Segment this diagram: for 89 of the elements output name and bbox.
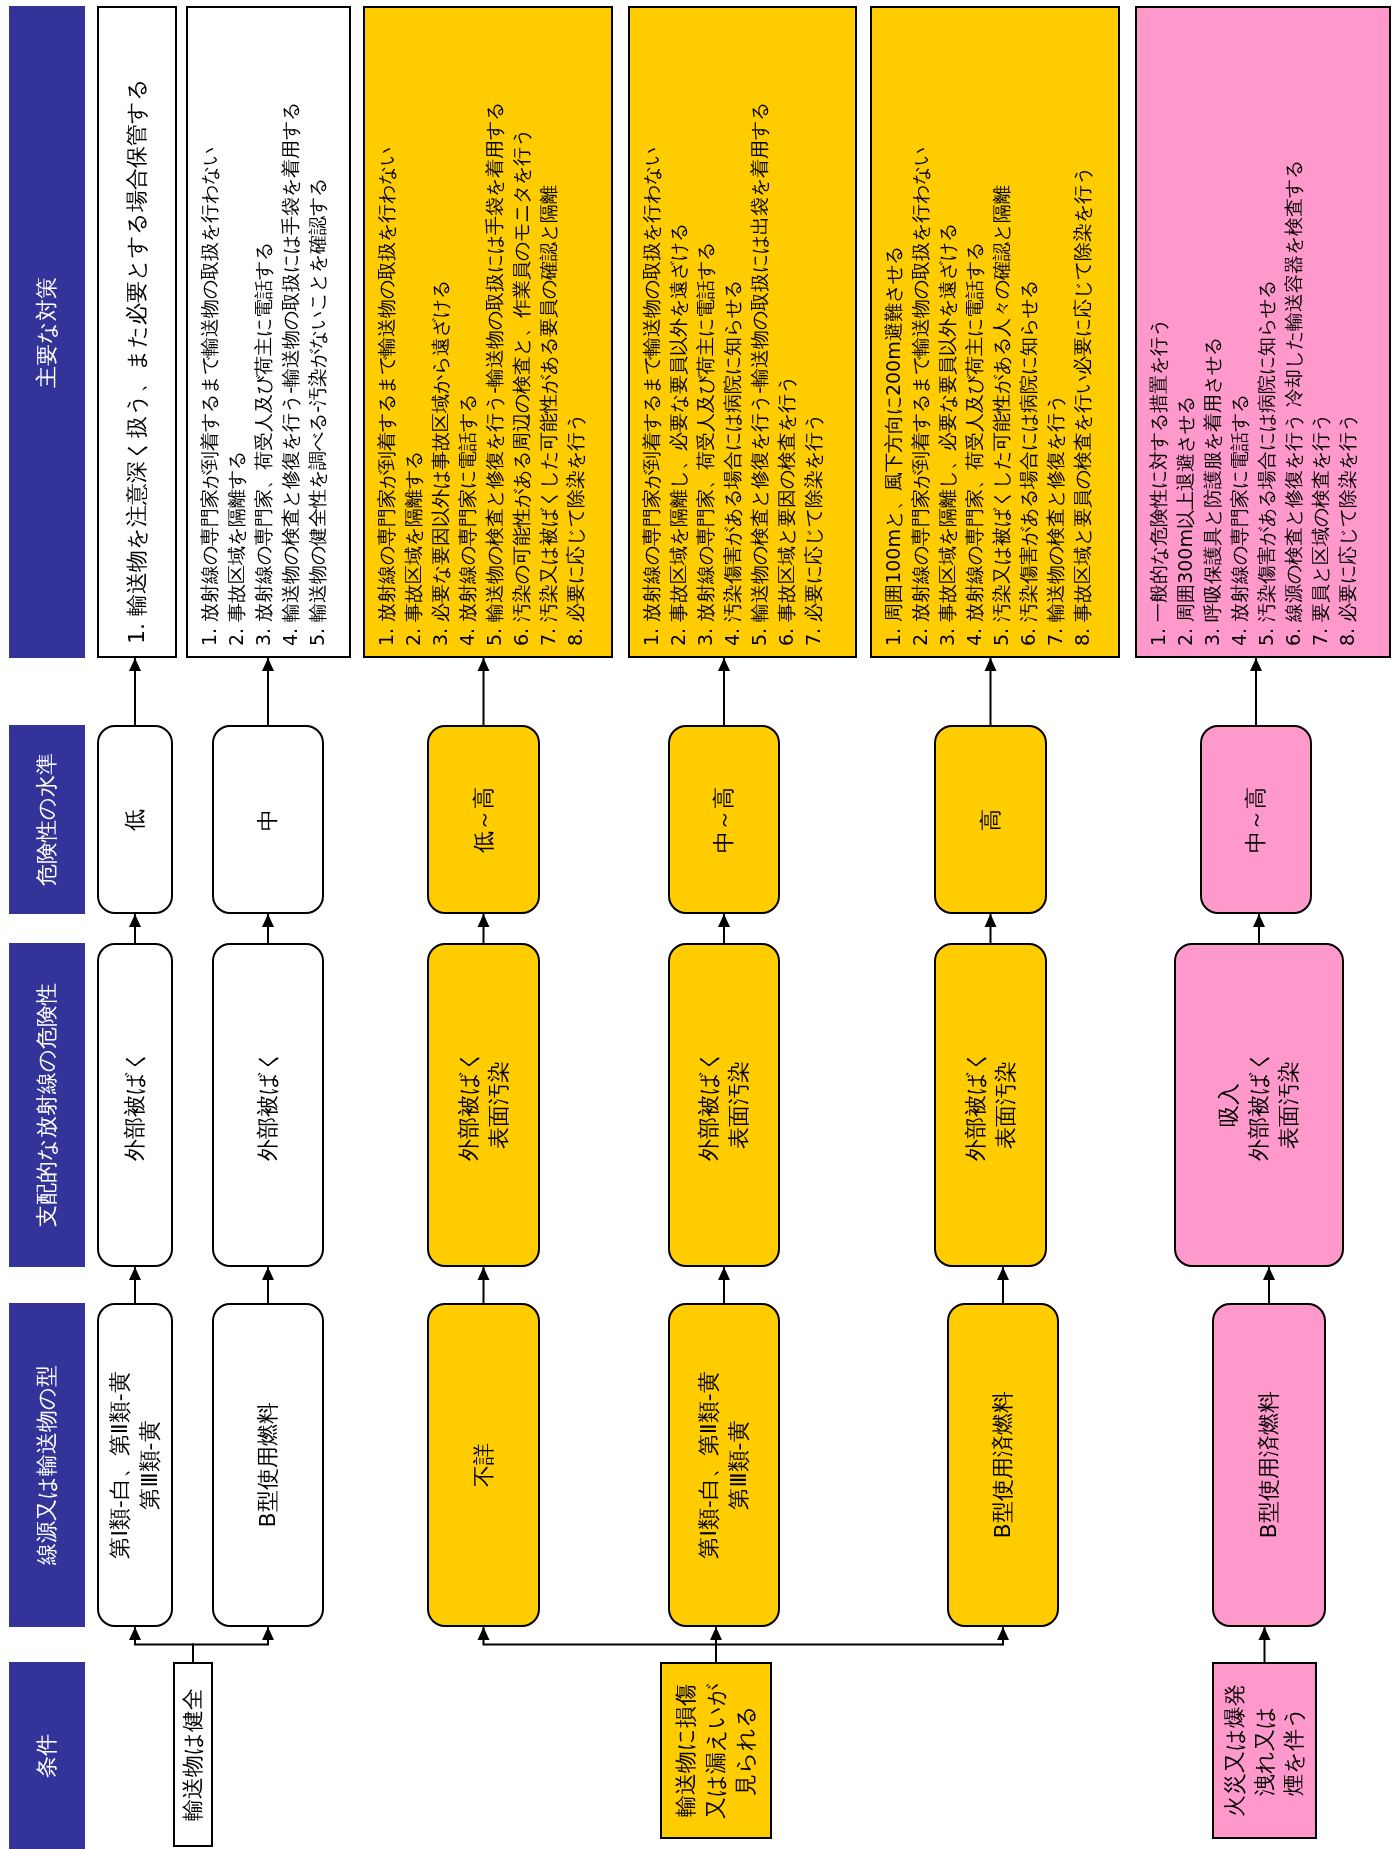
arrow xyxy=(192,1626,274,1663)
rounded-box: 低～高 xyxy=(427,725,540,914)
arrow xyxy=(718,913,730,944)
list-item: 1. 一般的な危険性に対する措置を行う xyxy=(1146,317,1170,646)
arrow xyxy=(1263,1266,1275,1304)
list-item: 7. 輸送物の検査と修復を行う xyxy=(1043,393,1067,646)
rounded-box: 外部被ばく xyxy=(97,943,173,1267)
list-item: 2. 事故区域を隔離する xyxy=(224,450,248,646)
column-header: 条件 xyxy=(9,1662,85,1849)
list-item: 3. 放射線の専門家、荷受人及び荷主に電話する xyxy=(693,241,717,646)
rounded-box: 外部被ばく表面汚染 xyxy=(427,943,540,1267)
list-item: 8. 事故区域と要員の検査を行い必要に応じて除染を行う xyxy=(1070,165,1094,646)
arrow xyxy=(129,913,141,944)
rounded-box: 低 xyxy=(97,725,173,914)
arrow xyxy=(262,913,274,944)
arrow xyxy=(1250,657,1262,726)
list-item: 4. 汚染傷害がある場合には病院に知らせる xyxy=(720,279,744,646)
list-item: 2. 周囲300m以上退避させる xyxy=(1173,396,1197,646)
list-item: 4. 放射線の専門家に電話する xyxy=(1227,393,1251,646)
arrow xyxy=(477,657,490,726)
arrow xyxy=(715,1626,1009,1663)
measure-box xyxy=(628,6,857,658)
condition-box: 輸送物は健全 xyxy=(173,1662,213,1847)
rounded-box: 中 xyxy=(212,725,324,914)
arrow xyxy=(262,657,274,726)
condition-box: 輸送物に損傷又は漏えいが見られる xyxy=(660,1662,772,1839)
list-item: 8. 必要に応じて除染を行う xyxy=(563,412,587,646)
list-item: 4. 輸送物の検査と修復を行う-輸送物の取扱には手袋を着用する xyxy=(278,101,302,646)
list-item: 1. 放射線の専門家が到着するまで輸送物の取扱を行わない xyxy=(639,146,663,646)
arrow xyxy=(984,657,997,726)
column-header: 危険性の水準 xyxy=(9,725,85,914)
rounded-box: 外部被ばく表面汚染 xyxy=(934,943,1047,1267)
column-header: 主要な対策 xyxy=(9,6,85,658)
list-item: 2. 事故区域を隔離する xyxy=(401,450,425,646)
list-item: 5. 輸送物の検査と修復を行う-輸送物の取扱には手袋を着用する xyxy=(482,101,506,646)
list-item: 2. 事故区域を隔離し、必要な要員以外を遠ざける xyxy=(666,222,690,646)
list-item: 1. 放射線の専門家が到着するまで輸送物の取扱を行わない xyxy=(197,146,221,646)
list-item: 1. 周囲100mと、風下方向に200m避難させる xyxy=(881,246,905,646)
rounded-box: 中～高 xyxy=(668,725,780,914)
rounded-box: 高 xyxy=(934,725,1047,914)
arrow xyxy=(477,913,490,944)
arrow xyxy=(1258,1626,1271,1663)
column-header: 線源又は輸送物の型 xyxy=(9,1303,85,1627)
arrow xyxy=(1253,913,1265,944)
arrow xyxy=(718,1266,730,1304)
rounded-box: 吸入外部被ばく表面汚染 xyxy=(1174,943,1344,1267)
rounded-box: 中～高 xyxy=(1200,725,1312,914)
list-item: 5. 汚染又は被ばくした可能性がある人々の確認と隔離 xyxy=(989,184,1013,646)
column-header: 支配的な放射線の危険性 xyxy=(9,943,85,1267)
list-item: 6. 事故区域と要因の検査を行う xyxy=(774,374,798,646)
rounded-box: 不詳 xyxy=(427,1303,540,1627)
list-item: 6. 汚染の可能性がある周辺の検査と、作業員のモニタを行う xyxy=(509,127,533,646)
list-item: 3. 呼吸保護具と防護服を着用させる xyxy=(1200,336,1224,646)
arrow xyxy=(477,1266,490,1304)
list-item: 6. 線源の検査と修復を行う 冷却した輸送容器を検査する xyxy=(1281,159,1305,646)
list-item: 2. 放射線の専門家が到着するまで輸送物の取扱を行わない xyxy=(908,146,932,646)
arrow xyxy=(262,1266,274,1304)
list-item: 4. 放射線の専門家に電話する xyxy=(455,393,479,646)
rounded-box: B型使用燃料 xyxy=(212,1303,324,1627)
list-item: 4. 放射線の専門家、荷受人及び荷主に電話する xyxy=(962,241,986,646)
list-item: 5. 輸送物の健全性を調べる-汚染がないことを確認する xyxy=(305,177,329,646)
rounded-box: 第Ⅰ類-白、第Ⅱ類-黄第Ⅲ類-黄 xyxy=(97,1303,173,1627)
list-item: 7. 要員と区域の検査を行う xyxy=(1308,412,1332,646)
list-item: 5. 汚染傷害がある場合には病院に知らせる xyxy=(1254,279,1278,646)
measure-box xyxy=(1135,6,1391,658)
measure-box xyxy=(186,6,351,658)
list-item: 7. 汚染又は被ばくした可能性がある要員の確認と隔離 xyxy=(536,184,560,646)
measure-box xyxy=(363,6,613,658)
arrow xyxy=(129,1266,141,1304)
list-item: 3. 放射線の専門家、荷受人及び荷主に電話する xyxy=(251,241,275,646)
measure-box: 1. 輸送物を注意深く扱う、また必要とする場合保管する xyxy=(97,6,177,658)
list-item: 1. 放射線の専門家が到着するまで輸送物の取扱を行わない xyxy=(374,146,398,646)
rounded-box: B型使用済燃料 xyxy=(947,1303,1059,1627)
list-item: 3. 必要な要因以外は事故区域から遠ざける xyxy=(428,279,452,646)
rounded-box: B型使用済燃料 xyxy=(1212,1303,1326,1627)
rounded-box: 第Ⅰ類-白、第Ⅱ類-黄第Ⅲ類-黄 xyxy=(668,1303,780,1627)
list-item: 7. 必要に応じて除染を行う xyxy=(801,412,825,646)
list-item: 5. 輸送物の検査と修復を行う-輸送物の取扱には出袋を着用する xyxy=(747,101,771,646)
arrow xyxy=(129,657,141,726)
list-item: 3. 事故区域を隔離し、必要な要員以外を遠ざける xyxy=(935,222,959,646)
arrow xyxy=(984,913,997,944)
list-item: 8. 必要に応じて除染を行う xyxy=(1335,412,1359,646)
arrow xyxy=(997,1266,1009,1304)
rounded-box: 外部被ばく表面汚染 xyxy=(668,943,780,1267)
list-item: 6. 汚染傷害がある場合には病院に知らせる xyxy=(1016,279,1040,646)
condition-box: 火災又は爆発洩れ又は煙を伴う xyxy=(1212,1662,1317,1839)
arrow xyxy=(718,657,730,726)
measure-box xyxy=(870,6,1120,658)
rounded-box: 外部被ばく xyxy=(212,943,324,1267)
